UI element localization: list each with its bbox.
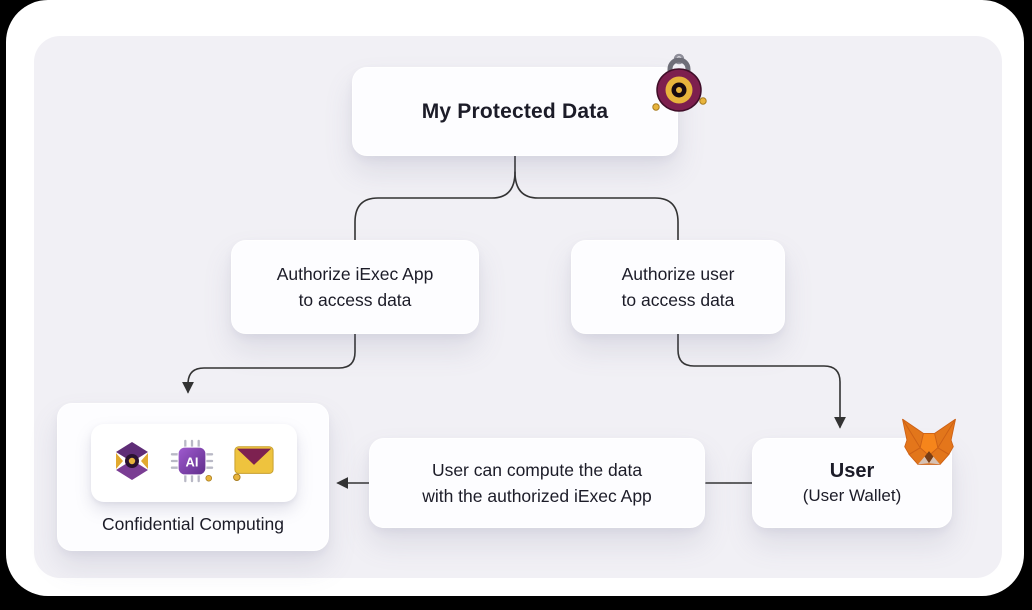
envelope-icon [230, 440, 278, 487]
node-confidential-computing: AI Confidential Computing [57, 403, 329, 551]
ai-chip-label: AI [186, 454, 199, 469]
padlock-icon [642, 50, 716, 116]
node-authorize-user: Authorize user to access data [571, 240, 785, 334]
compute-line1: User can compute the data [431, 459, 643, 480]
user-subtitle: (User Wallet) [802, 486, 902, 506]
authorize-app-line2: to access data [298, 290, 412, 310]
authorize-user-line1: Authorize user [621, 263, 735, 284]
authorize-user-line2: to access data [621, 290, 735, 310]
user-title: User [829, 460, 875, 483]
node-user-can-compute: User can compute the data with the autho… [369, 438, 705, 528]
metamask-fox-icon [900, 418, 958, 471]
ai-chip-icon: AI [170, 439, 214, 488]
compute-line2: with the authorized iExec App [422, 486, 652, 506]
protected-data-label: My Protected Data [421, 99, 609, 123]
confidential-icons-box: AI [91, 424, 297, 502]
hourglass-logo-icon [110, 439, 154, 488]
node-authorize-app: Authorize iExec App to access data [231, 240, 479, 334]
node-my-protected-data: My Protected Data [352, 67, 678, 156]
authorize-app-line1: Authorize iExec App [276, 263, 434, 284]
confidential-computing-label: Confidential Computing [102, 514, 284, 534]
